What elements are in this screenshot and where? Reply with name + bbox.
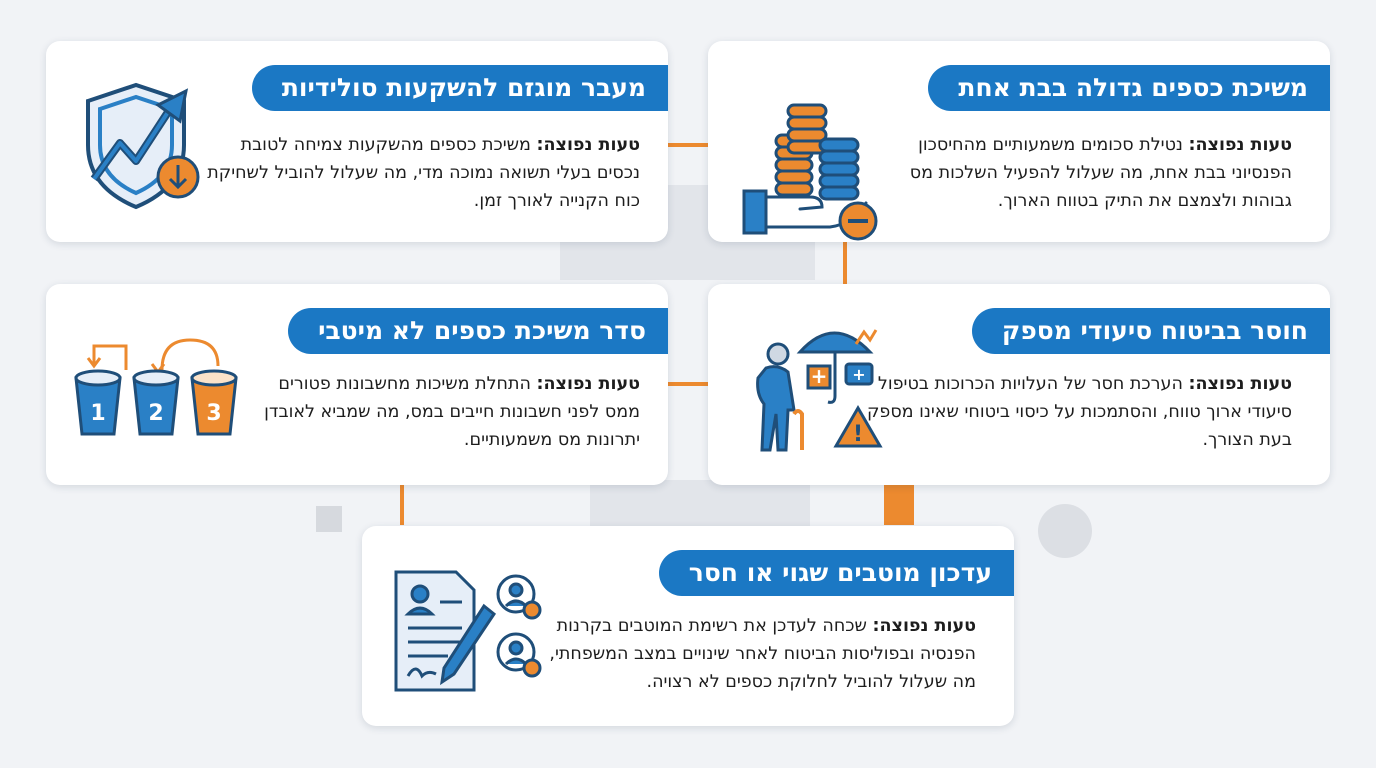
card-text: התחלת משיכות מחשבונות פטורים ממס לפני חש… [264,374,640,450]
card-title: חוסר בביטוח סיעודי מספק [971,308,1330,354]
card-long-term-care: חוסר בביטוח סיעודי מספק טעות נפוצה: הערכ… [708,284,1330,485]
connector-line [668,143,708,147]
card-title: מעבר מוגזם להשקעות סולידיות [251,65,668,111]
coins-hand-minus-icon [742,103,878,241]
connector-line [843,242,847,284]
error-prefix: טעות נפוצה: [536,135,641,155]
error-prefix: טעות נפוצה: [872,616,977,636]
card-text: משיכת כספים מהשקעות צמיחה לטובת נכסים בע… [207,135,640,211]
error-prefix: טעות נפוצה: [1188,135,1293,155]
card-conservative-shift: מעבר מוגזם להשקעות סולידיות טעות נפוצה: … [46,41,668,242]
card-description: טעות נפוצה: משיכת כספים מהשקעות צמיחה לט… [200,131,640,215]
card-title: משיכת כספים גדולה בבת אחת [928,65,1330,111]
card-text: שכחה לעדכן את רשימת המוטבים בקרנות הפנסי… [549,616,976,692]
error-prefix: טעות נפוצה: [536,374,641,394]
card-text: הערכת חסר של העלויות הכרוכות בטיפול סיעו… [866,374,1292,450]
background-square [316,506,342,532]
connector-block [884,485,914,525]
card-description: טעות נפוצה: שכחה לעדכן את רשימת המוטבים … [546,612,976,696]
svg-text:+: + [852,365,865,384]
bucket-label: 1 [90,401,105,426]
card-description: טעות נפוצה: נטילת סכומים משמעותיים מהחיס… [862,131,1292,215]
card-beneficiaries: עדכון מוטבים שגוי או חסר טעות נפוצה: שכח… [362,526,1014,726]
connector-line [668,382,708,386]
card-description: טעות נפוצה: התחלת משיכות מחשבונות פטורים… [260,370,640,454]
elderly-umbrella-icon: ! + + [756,329,883,452]
svg-text:!: ! [853,422,863,447]
error-prefix: טעות נפוצה: [1188,374,1293,394]
card-description: טעות נפוצה: הערכת חסר של העלויות הכרוכות… [862,370,1292,454]
card-lump-sum: משיכת כספים גדולה בבת אחת טעות נפוצה: נט… [708,41,1330,242]
card-withdrawal-order: סדר משיכת כספים לא מיטבי טעות נפוצה: התח… [46,284,668,485]
card-text: נטילת סכומים משמעותיים מהחיסכון הפנסיוני… [909,135,1292,211]
background-circle [1038,504,1092,558]
card-title: סדר משיכת כספים לא מיטבי [288,308,668,354]
shield-arrow-icon [86,82,200,210]
bucket-label: 3 [206,401,221,426]
card-title: עדכון מוטבים שגוי או חסר [658,550,1014,596]
bucket-label: 2 [148,401,163,426]
background-block [590,480,810,530]
buckets-icon: 1 2 3 [74,338,238,436]
connector-line [400,485,404,525]
svg-text:+: + [811,364,828,388]
document-beneficiaries-icon [394,570,542,692]
